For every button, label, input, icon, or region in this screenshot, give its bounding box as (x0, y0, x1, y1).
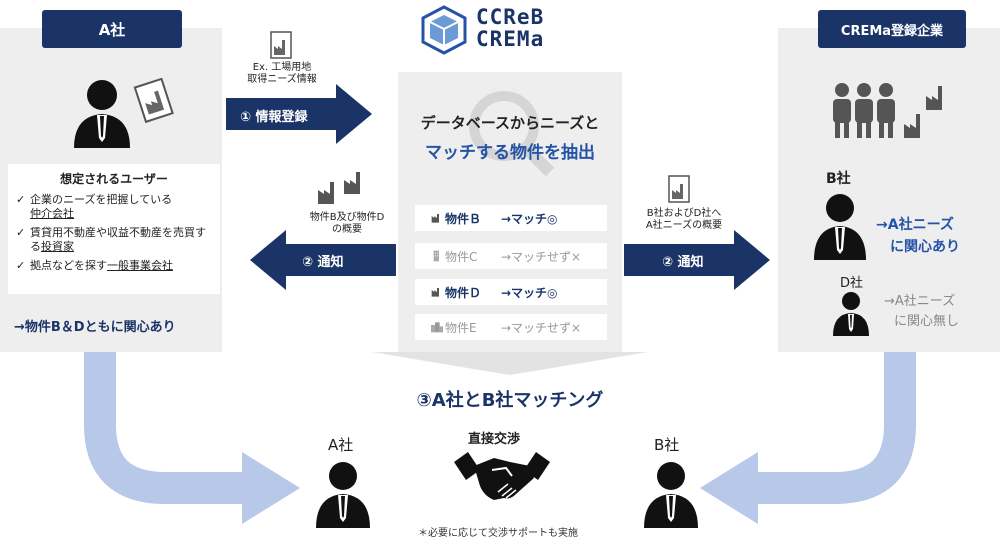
company-b-person-icon (814, 194, 866, 260)
property-row: 物件Ｂ →マッチ◎ (415, 205, 607, 231)
crema-companies-panel (778, 28, 1000, 352)
crema-companies-tab: CREMa登録企業 (818, 10, 966, 48)
crema-logo-icon (421, 5, 467, 55)
bullet-underlined: 投資家 (41, 240, 74, 253)
target-users-title: 想定されるユーザー (60, 172, 168, 186)
property-result: →マッチせず× (501, 320, 582, 335)
company-a-interest: →物件B＆Dともに関心あり (14, 320, 176, 335)
bullet-underlined: 一般事業会社 (107, 259, 173, 272)
property-row: 物件Ｄ →マッチ◎ (415, 279, 607, 305)
step1-caption-line1: Ex. 工場用地 (252, 62, 312, 73)
bullet-underlined: 仲介会社 (30, 207, 74, 220)
check-icon: ✓ (16, 259, 26, 272)
factory-icon (431, 214, 439, 223)
company-b-interest-line1: →A社ニーズ (876, 217, 954, 233)
property-row: 物件E →マッチせず× (415, 314, 607, 340)
bottom-company-a-person-icon (316, 462, 370, 528)
step1-caption: Ex. 工場用地 取得ニーズ情報 (226, 62, 338, 86)
factory-document-icon (133, 78, 174, 124)
step2-left-caption-line1: 物件B及び物件D (309, 212, 385, 223)
company-d-interest-line2: に関心無し (894, 314, 960, 329)
user-bullet: ✓ 賃貸用不動産や収益不動産を売買する投資家 (16, 226, 212, 254)
bottom-company-a-label: A社 (328, 436, 354, 454)
step2-right-arrow (624, 230, 770, 290)
property-result: →マッチせず× (501, 249, 582, 264)
company-d-label: D社 (840, 276, 864, 291)
company-b-interest: →A社ニーズ に関心あり (876, 214, 960, 258)
property-name: 物件Ｂ (445, 211, 482, 226)
step2-left-label: ② 通知 (302, 255, 344, 270)
company-d-person-icon (833, 292, 869, 336)
target-users-box: 想定されるユーザー ✓ 企業のニーズを把握している仲介会社 ✓ 賃貸用不動産や収… (8, 164, 220, 294)
company-a-person-icon (74, 80, 130, 148)
step1-label: ① 情報登録 (240, 110, 308, 125)
step1-arrow (226, 84, 372, 144)
office-icon (431, 322, 443, 333)
property-name: 物件Ｄ (445, 285, 482, 300)
user-bullet: ✓ 企業のニーズを把握している仲介会社 (16, 193, 212, 221)
company-a-tab: A社 (42, 10, 182, 48)
check-icon: ✓ (16, 193, 26, 206)
property-name: 物件C (445, 249, 478, 264)
factories-icon (318, 172, 360, 204)
property-row: 物件C →マッチせず× (415, 243, 607, 269)
step2-right-caption-line1: B社およびD社へ (646, 208, 722, 219)
factories-icon (904, 86, 942, 138)
bullet-text: 企業のニーズを把握している (30, 193, 173, 206)
property-result: →マッチ◎ (501, 211, 558, 226)
factory-icon (431, 288, 439, 297)
database-heading-line2: マッチする物件を抽出 (425, 143, 595, 163)
database-heading-line1: データベースからニーズと (420, 114, 600, 132)
step2-right-caption-line2: A社ニーズの概要 (645, 220, 723, 231)
step1-caption-line2: 取得ニーズ情報 (247, 74, 317, 85)
negotiation-footnote: ＊必要に応じて交渉サポートも実施 (418, 528, 578, 539)
logo-line1: CCReB (476, 5, 545, 29)
property-name: 物件E (445, 320, 477, 335)
company-a-tab-label: A社 (98, 20, 126, 39)
crema-logo-text: CCReB CREMa (476, 6, 544, 50)
step2-left-caption-line2: の概要 (332, 224, 362, 235)
property-result: →マッチ◎ (501, 285, 558, 300)
step3-label: ③A社とB社マッチング (416, 390, 604, 411)
building-icon (433, 250, 439, 262)
crema-companies-tab-label: CREMa登録企業 (840, 23, 944, 39)
handshake-icon (454, 452, 550, 500)
check-icon: ✓ (16, 226, 26, 239)
logo-line2: CREMa (476, 27, 545, 51)
company-b-interest-line2: に関心あり (890, 239, 960, 255)
step2-left-arrow (250, 230, 396, 290)
step2-right-label: ② 通知 (662, 255, 704, 270)
bullet-text: 賃貸用不動産や収益不動産を売買する (30, 226, 206, 253)
step2-left-caption: 物件B及び物件D の概要 (292, 212, 402, 236)
company-d-interest: →A社ニーズ に関心無し (884, 292, 959, 332)
magnifier-watermark-icon (469, 91, 555, 177)
people-group-icon (833, 83, 895, 138)
company-b-label: B社 (826, 171, 851, 187)
bullet-text: 拠点などを探す (30, 259, 107, 272)
step2-right-caption: B社およびD社へ A社ニーズの概要 (624, 208, 744, 232)
user-bullet: ✓ 拠点などを探す一般事業会社 (16, 259, 212, 273)
bottom-company-b-label: B社 (654, 436, 680, 454)
direct-negotiation-label: 直接交渉 (468, 432, 521, 447)
factory-doc-small-icon (270, 31, 292, 59)
factory-doc-small-icon (668, 175, 690, 203)
bottom-company-b-person-icon (644, 462, 698, 528)
company-d-interest-line1: →A社ニーズ (884, 294, 956, 309)
